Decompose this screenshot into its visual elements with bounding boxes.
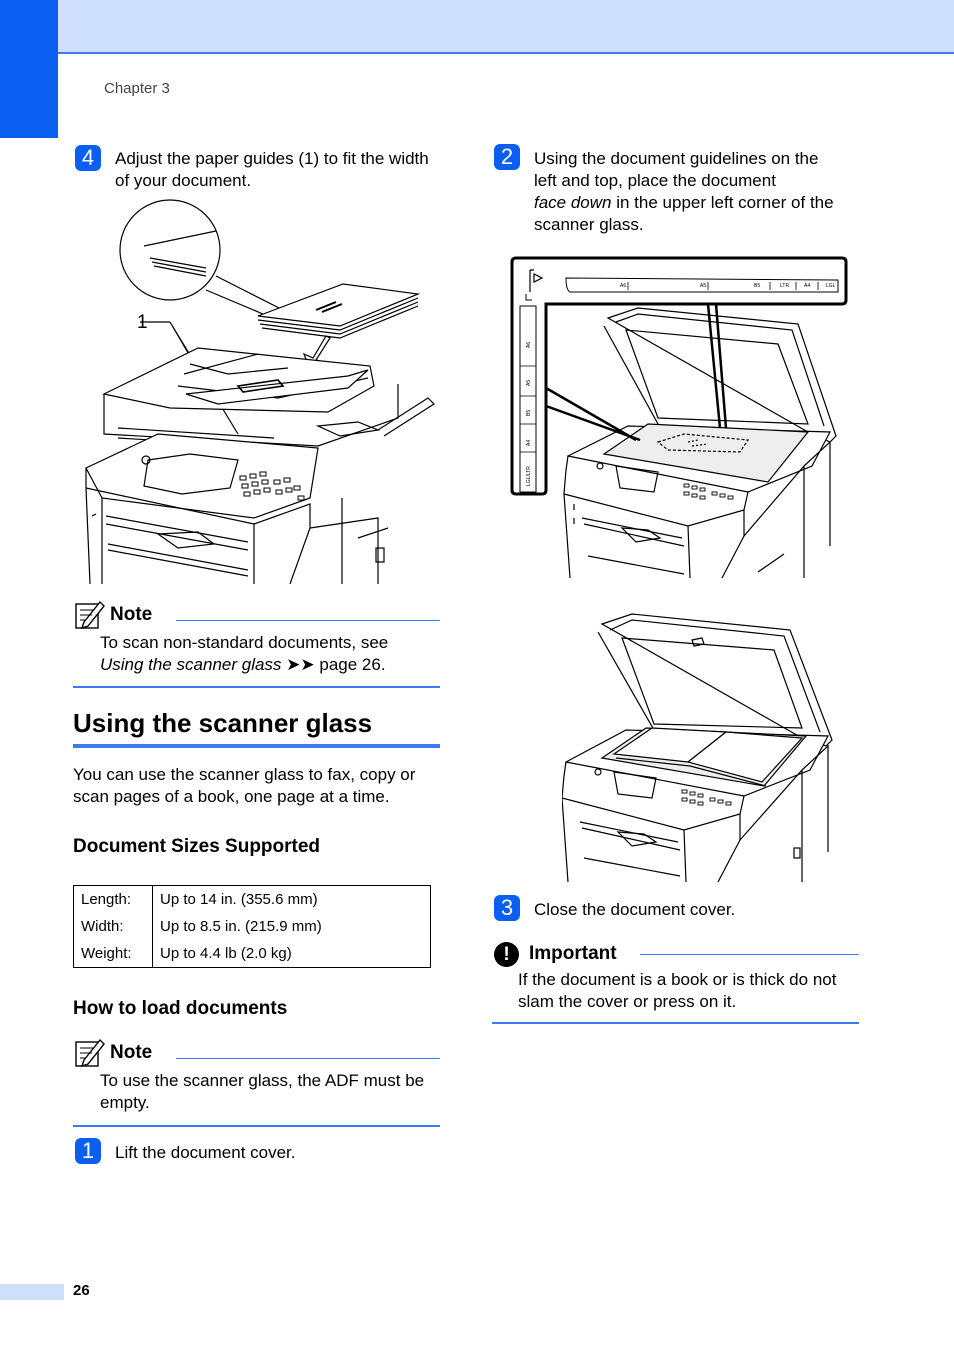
important-bottom-rule [492, 1022, 859, 1024]
step-1-text: Lift the document cover. [115, 1143, 296, 1162]
guide-label-left: A4 [526, 440, 532, 446]
step-2-line-2: left and top, place the document [534, 171, 776, 190]
note-1-line-1: To scan non-standard documents, see [100, 633, 389, 652]
step-4-text: Adjust the paper guides (1) to fit the w… [115, 149, 429, 190]
size-label: Weight: [73, 940, 153, 968]
header-band [58, 0, 954, 54]
page-number: 26 [73, 1282, 90, 1299]
important-top-rule [640, 954, 859, 955]
important-text: If the document is a book or is thick do… [518, 970, 837, 1011]
step-2-line-1: Using the document guidelines on the [534, 149, 819, 168]
table-row: Weight: Up to 4.4 lb (2.0 kg) [73, 940, 431, 968]
guide-label-left: A5 [526, 380, 532, 386]
step-2-italic: face down [534, 193, 612, 212]
step-2-text: Using the document guidelines on the lef… [534, 148, 864, 236]
note-2-top-rule [176, 1058, 440, 1059]
section-title-rule [73, 744, 440, 748]
note-1-text: To scan non-standard documents, see Usin… [100, 632, 440, 676]
step-2-line-3-rest: in the upper left corner of the [611, 193, 834, 212]
adf-loading-illustration [85, 199, 435, 584]
note-pencil-icon [75, 1038, 105, 1068]
chapter-label: Chapter 3 [104, 80, 170, 97]
step-3-text: Close the document cover. [534, 900, 736, 919]
page-tab [0, 1284, 64, 1300]
note-2-text: To use the scanner glass, the ADF must b… [100, 1071, 425, 1112]
important-icon: ! [494, 942, 519, 967]
note-1-title: Note [110, 604, 153, 625]
step-2-badge: 2 [494, 144, 520, 170]
note-1-line-2: Using the scanner glass ➤➤ page 26. [100, 654, 440, 676]
size-label: Length: [73, 885, 153, 913]
callout-label-1: 1 [137, 312, 148, 333]
guide-label-left: LGL/LTR [526, 466, 532, 486]
note-1-bottom-rule [73, 686, 440, 688]
chapter-tab [0, 0, 58, 138]
step-4-badge: 4 [75, 145, 101, 171]
guide-label-top: A5 [700, 283, 706, 289]
book-on-glass-illustration [562, 613, 833, 882]
note-pencil-icon [75, 600, 105, 630]
guide-label-top: B5 [754, 283, 760, 289]
step-2-line-3: face down in the upper left corner of th… [534, 192, 864, 214]
table-row: Length: Up to 14 in. (355.6 mm) [73, 885, 431, 913]
guide-label-top: A6 [620, 283, 626, 289]
size-value: Up to 8.5 in. (215.9 mm) [160, 918, 322, 935]
step-1-badge: 1 [75, 1138, 101, 1164]
guide-label-top: A4 [804, 283, 810, 289]
note-2-bottom-rule [73, 1125, 440, 1127]
section-title: Using the scanner glass [73, 708, 373, 738]
note-1-ref-page[interactable]: page 26. [314, 655, 386, 674]
guide-label-top: LGL [826, 283, 836, 289]
step-3-badge: 3 [494, 895, 520, 921]
section-intro: You can use the scanner glass to fax, co… [73, 765, 416, 806]
size-value: Up to 4.4 lb (2.0 kg) [160, 945, 292, 962]
guide-label-left: B5 [526, 410, 532, 416]
note-1-top-rule [176, 620, 440, 621]
note-1-ref-title[interactable]: Using the scanner glass [100, 655, 282, 674]
sizes-heading: Document Sizes Supported [73, 836, 321, 857]
page-ref-arrows: ➤➤ [286, 655, 315, 674]
step-2-line-4: scanner glass. [534, 215, 644, 234]
guide-label-top: LTR [780, 283, 789, 289]
important-title: Important [529, 943, 617, 964]
load-heading: How to load documents [73, 998, 288, 1019]
note-2-title: Note [110, 1042, 153, 1063]
size-label: Width: [73, 913, 153, 940]
size-value: Up to 14 in. (355.6 mm) [160, 891, 318, 908]
scanner-glass-guides-illustration: A6 A5 B5 LTR A4 LGL A6 A5 B5 A4 LGL/LTR [510, 256, 848, 578]
document-sizes-table: Length: Up to 14 in. (355.6 mm) Width: Up … [73, 885, 431, 968]
table-row: Width: Up to 8.5 in. (215.9 mm) [73, 913, 431, 940]
guide-label-left: A6 [526, 342, 532, 348]
